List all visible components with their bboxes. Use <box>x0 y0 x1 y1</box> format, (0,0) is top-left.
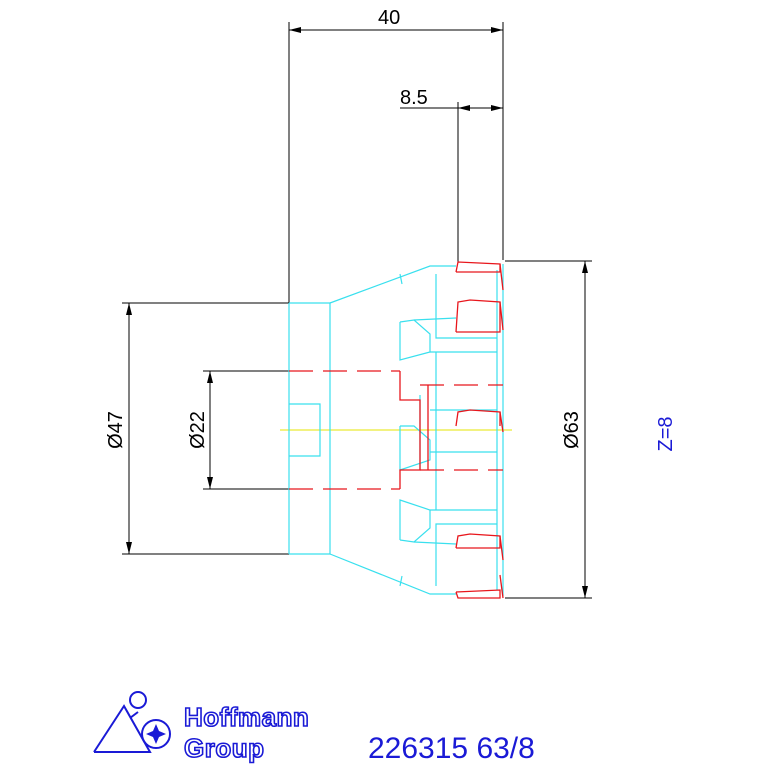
hoffmann-logo: Hoffmann Group <box>93 691 310 764</box>
logo-mark-icon <box>93 691 171 753</box>
brand-line1: Hoffmann <box>184 702 309 732</box>
dim-bore-inner: Ø22 <box>187 411 209 449</box>
dimension-lines <box>122 22 592 599</box>
teeth-count: Z=8 <box>655 416 677 451</box>
cutter-outline <box>288 264 504 596</box>
dim-cutter-diameter: Ø63 <box>561 411 583 449</box>
dim-overall-length: 40 <box>378 7 400 29</box>
part-number: 226315 63/8 <box>368 732 535 765</box>
dim-bore-outer: Ø47 <box>105 411 127 449</box>
cutting-inserts <box>289 261 504 599</box>
dim-flange: 8.5 <box>400 87 428 109</box>
brand-line2: Group <box>184 733 265 763</box>
